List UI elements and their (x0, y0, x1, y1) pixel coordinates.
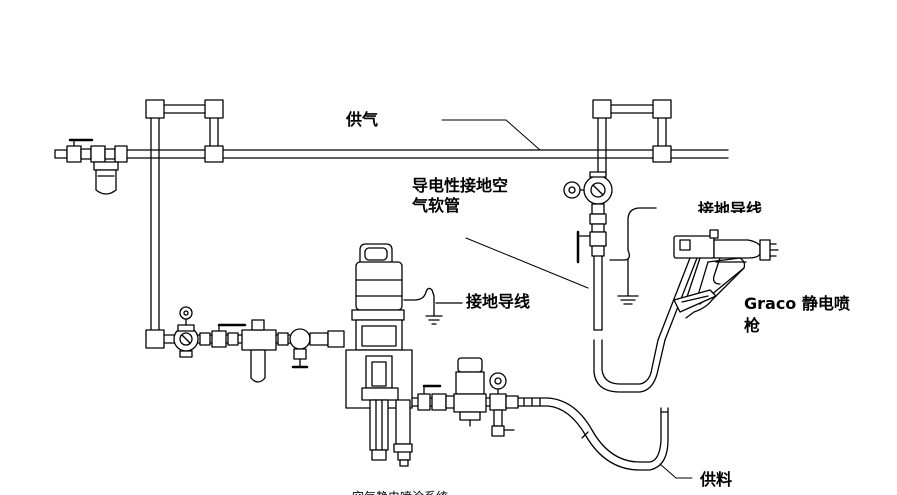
conductive-hose-label-line1: 导电性接地空 (412, 176, 509, 195)
left-loop-pipe (145, 99, 224, 349)
gun-air-regulator (563, 171, 613, 264)
electrostatic-spray-gun (673, 229, 779, 319)
leader-lines (441, 119, 693, 479)
fluid-supply-hose (517, 397, 669, 471)
main-air-filter (93, 161, 119, 195)
conductive-air-hose (593, 255, 698, 393)
fluid-pressure-regulator (453, 357, 487, 427)
air-supply-label: 供气 (346, 110, 379, 129)
right-loop-pipe (592, 99, 672, 176)
spray-gun-label-line1: Graco 静电喷 (744, 294, 850, 313)
inlet-ball-valve (54, 138, 128, 163)
bottom-caption: 空气静电喷涂系统 (352, 488, 448, 495)
ground-wire-pump-label: 接地导线 (466, 292, 531, 311)
spray-gun-label-line2: 枪 (744, 316, 761, 335)
gun-ground-symbol (609, 207, 657, 305)
pump-air-lubricator (289, 328, 345, 369)
fluid-gauge-and-drain (489, 372, 519, 437)
pump-air-regulator (173, 306, 199, 358)
ground-wire-top-label: 接地导线 (698, 200, 763, 213)
fluid-supply-label: 供料 (700, 470, 733, 489)
pump-air-valve-and-filter (197, 319, 291, 383)
pump-ground-symbol (403, 287, 463, 325)
conductive-hose-label-line2: 气软管 (412, 196, 461, 215)
air-header-pipe (124, 149, 729, 159)
fluid-pump (345, 243, 413, 467)
